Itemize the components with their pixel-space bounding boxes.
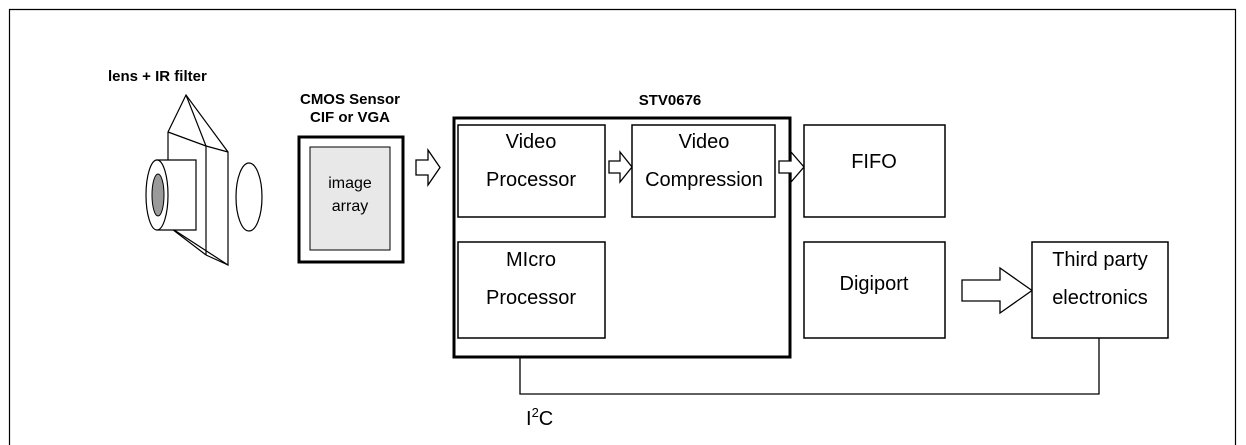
video-processor-label-line2: Processor bbox=[486, 169, 576, 191]
video-processor-block bbox=[457, 124, 606, 218]
micro-processor-block bbox=[457, 241, 606, 339]
i2c-label-tail: C bbox=[539, 408, 553, 430]
chip-title: STV0676 bbox=[639, 92, 702, 109]
third-party-block bbox=[1031, 241, 1169, 339]
third-party-label-line2: electronics bbox=[1052, 287, 1148, 309]
lens-mount-edge bbox=[167, 225, 207, 256]
video-compression-label-line1: Video bbox=[679, 131, 730, 153]
video-processor-label-line1: Video bbox=[506, 131, 557, 153]
video-compression-label-line2: Compression bbox=[645, 169, 763, 191]
image-array-label-line1: image bbox=[328, 175, 372, 192]
third-party-label-line1: Third party bbox=[1052, 249, 1148, 271]
arrow-digiport-to-third-party bbox=[961, 266, 1034, 315]
fifo-block bbox=[803, 124, 946, 218]
arrow-sensor-to-chip bbox=[415, 147, 441, 188]
video-compression-block bbox=[631, 124, 776, 218]
i2c-bus-line bbox=[519, 338, 1100, 395]
arrow-processor-to-compression bbox=[608, 150, 633, 184]
lens-mount-edge bbox=[185, 94, 207, 147]
digiport-block bbox=[803, 241, 946, 339]
arrow-compression-to-fifo bbox=[778, 150, 805, 184]
lens-mount-edge bbox=[205, 254, 229, 266]
sensor-title-line1: CMOS Sensor bbox=[300, 91, 400, 108]
sensor-title-line2: CIF or VGA bbox=[310, 109, 390, 126]
ir-filter-icon bbox=[235, 162, 263, 232]
lens-glass-core bbox=[151, 173, 165, 217]
micro-processor-label-line1: MIcro bbox=[506, 249, 556, 271]
i2c-label-superscript: 2 bbox=[532, 405, 539, 420]
outer-frame bbox=[8, 8, 1237, 445]
i2c-label: I2C bbox=[526, 405, 553, 430]
image-array-label-line2: array bbox=[332, 198, 368, 215]
lens-assembly-icon bbox=[145, 93, 229, 267]
i2c-label-base: I bbox=[526, 408, 532, 430]
fifo-label: FIFO bbox=[851, 151, 897, 173]
lens-label: lens + IR filter bbox=[108, 68, 207, 85]
image-array-box bbox=[309, 146, 391, 251]
micro-processor-label-line2: Processor bbox=[486, 287, 576, 309]
digiport-label: Digiport bbox=[840, 273, 909, 295]
